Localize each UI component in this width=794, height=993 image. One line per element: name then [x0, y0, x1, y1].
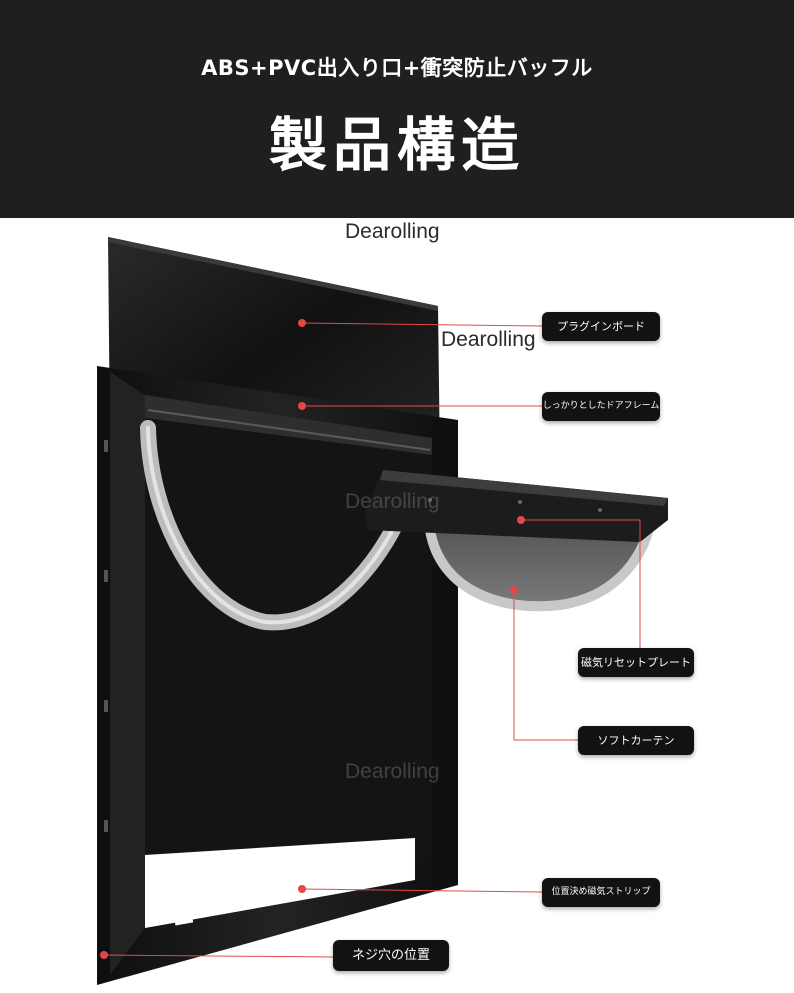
callout-magnetic-plate: 磁気リセットプレート: [578, 648, 694, 677]
bottom-opening: [145, 838, 415, 928]
magnetic-reset-bar: [365, 470, 668, 542]
header-title: 製品構造: [268, 111, 525, 179]
watermark-4: Dearolling: [345, 760, 440, 783]
watermark-2: Dearolling: [441, 328, 536, 351]
header-subtitle: ABS+PVC出入り口+衝突防止バッフル: [201, 56, 593, 80]
leader-dots: [100, 319, 525, 959]
callout-soft-curtain: ソフトカーテン: [578, 726, 694, 755]
callout-plugin-board: プラグインボード: [542, 312, 660, 341]
header-banner: ABS+PVC出入り口+衝突防止バッフル 製品構造: [0, 0, 794, 218]
magnetic-reset-plate-panel: [430, 525, 650, 607]
leader-lines: [103, 322, 641, 958]
callout-screw-hole: ネジ穴の位置: [333, 940, 449, 971]
product-diagram: Dearolling Dearolling Dearolling Dearoll…: [0, 218, 794, 993]
callout-magnetic-strip: 位置決め磁気ストリップ: [542, 878, 660, 907]
watermark-3: Dearolling: [345, 490, 440, 513]
callout-door-frame: しっかりとしたドアフレーム: [542, 392, 660, 421]
watermark-1: Dearolling: [345, 220, 440, 243]
door-opening: [145, 395, 432, 928]
pet-door-illustration: [97, 237, 668, 985]
